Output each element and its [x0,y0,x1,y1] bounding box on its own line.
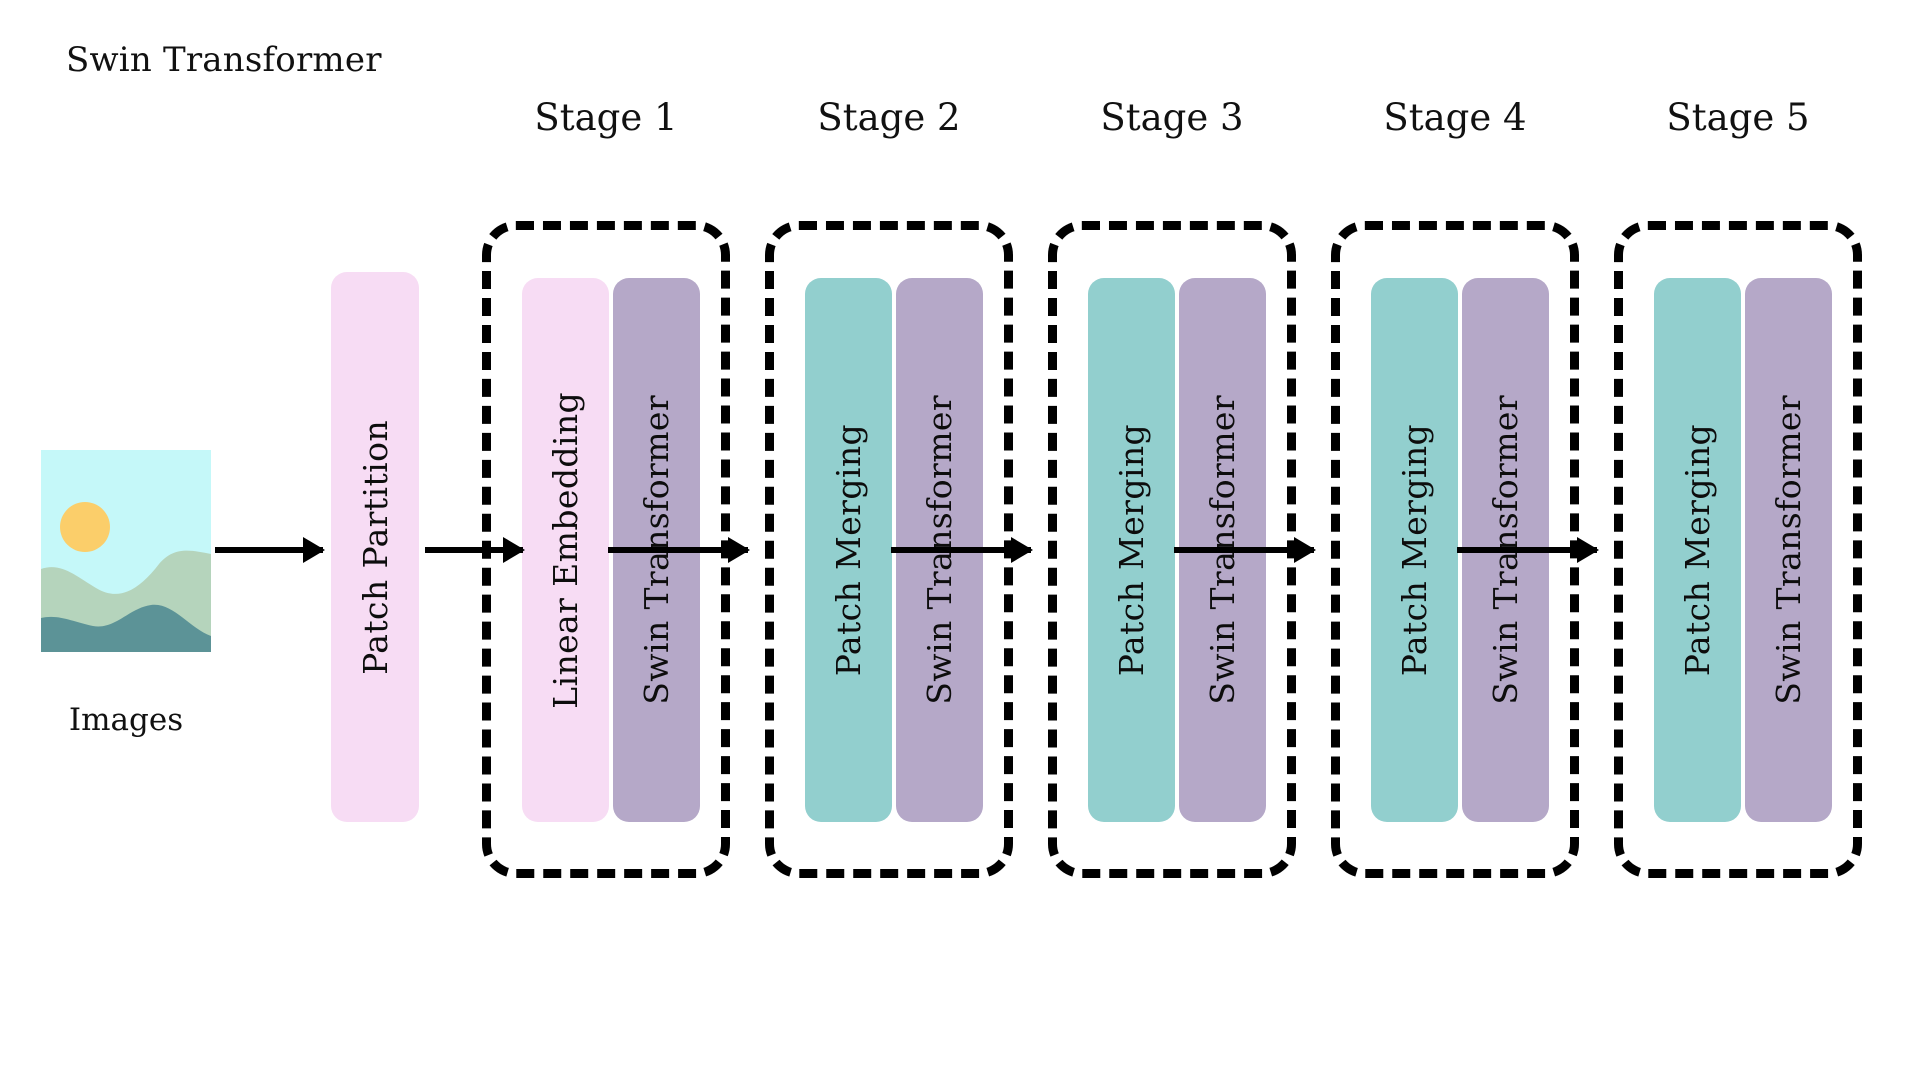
arrow-stage-1-to-stage-2 [608,547,748,553]
stage-inner-5: Patch Merging Swin Transformer [1654,278,1832,822]
block-stage-1-linear-embedding[interactable]: Linear Embedding [522,278,609,822]
arrow-stage-3-to-stage-4 [1174,547,1314,553]
block-stage-4-patch-merging-label: Patch Merging [1395,423,1434,677]
stage-label-5: Stage 5 [1666,96,1810,139]
arrow-stage-4-to-stage-5 [1457,547,1597,553]
block-stage-5-swin-transformer[interactable]: Swin Transformer [1745,278,1832,822]
block-patch-partition-label: Patch Partition [355,419,395,675]
block-stage-5-patch-merging[interactable]: Patch Merging [1654,278,1741,822]
source-image-thumbnail [41,450,211,652]
page-title: Swin Transformer [66,40,382,80]
arrow-images-to-patch-partition [215,547,323,553]
block-patch-partition[interactable]: Patch Partition [331,272,419,822]
block-stage-2-patch-merging[interactable]: Patch Merging [805,278,892,822]
arrow-patch-partition-to-stage-1 [425,547,523,553]
block-stage-1-linear-embedding-label: Linear Embedding [546,391,585,709]
block-stage-3-patch-merging[interactable]: Patch Merging [1088,278,1175,822]
stage-label-2: Stage 2 [817,96,961,139]
stage-label-4: Stage 4 [1383,96,1527,139]
block-stage-4-patch-merging[interactable]: Patch Merging [1371,278,1458,822]
images-caption: Images [68,702,184,738]
stage-label-3: Stage 3 [1100,96,1244,139]
stage-label-1: Stage 1 [534,96,678,139]
block-stage-5-swin-transformer-label: Swin Transformer [1769,395,1808,705]
block-stage-5-patch-merging-label: Patch Merging [1678,423,1717,677]
landscape-thumbnail-icon [41,450,211,652]
arrow-stage-2-to-stage-3 [891,547,1031,553]
stage-inner-4: Patch Merging Swin Transformer [1371,278,1549,822]
block-stage-3-patch-merging-label: Patch Merging [1112,423,1151,677]
stage-box-5[interactable] [1614,221,1862,878]
block-stage-2-patch-merging-label: Patch Merging [829,423,868,677]
